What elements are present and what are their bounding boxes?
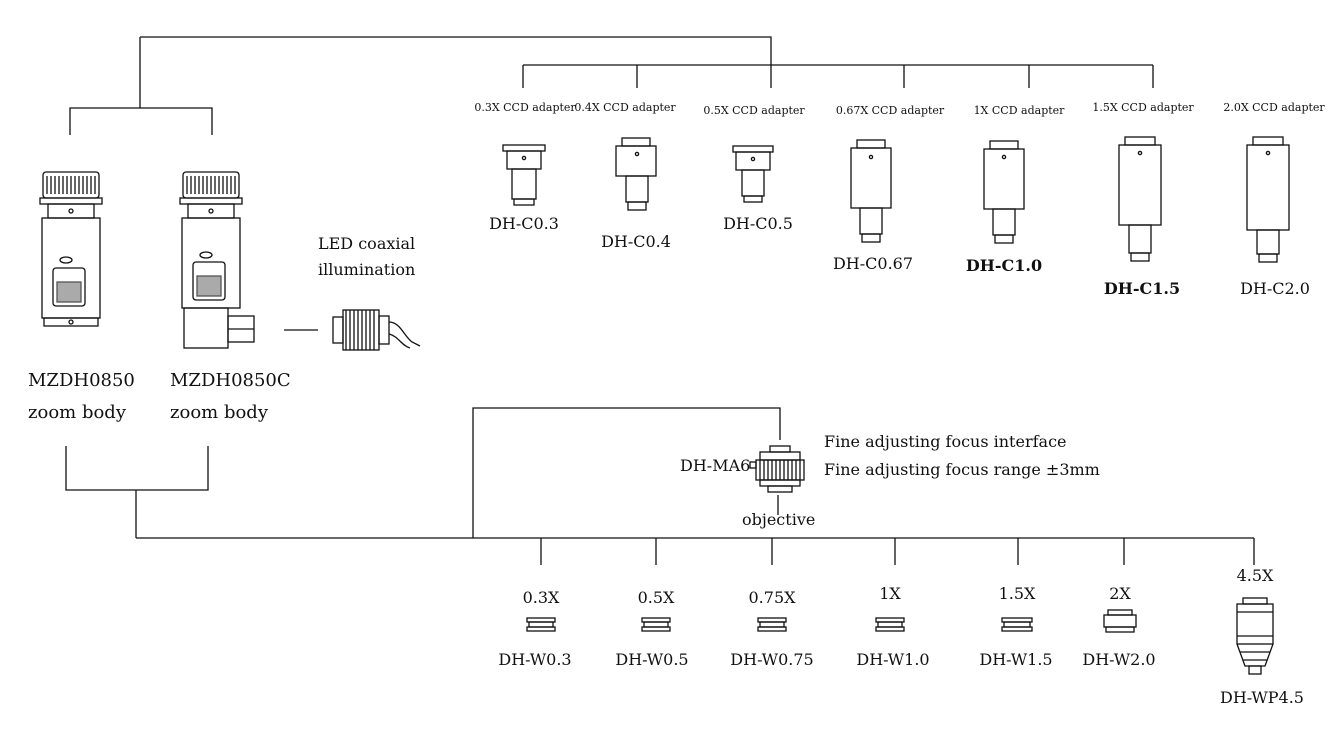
zoom-body-mzdh0850c-icon: [179, 171, 255, 349]
led-label-line1: LED coaxial: [318, 234, 416, 253]
led-illuminator-icon: [332, 309, 421, 351]
connector-lines: [65, 36, 1255, 565]
ccd-adapter-c10-icon: [983, 140, 1025, 244]
objective-w03-icon: [526, 617, 556, 632]
ccd-adapter-c04-icon: [615, 137, 657, 211]
ccd-adapter-6-title: 1.5X CCD adapter: [1092, 101, 1194, 114]
objective-w075-icon: [757, 617, 787, 632]
ccd-adapter-5-title: 1X CCD adapter: [973, 104, 1065, 117]
ccd-adapter-7-code: DH-C2.0: [1240, 279, 1310, 298]
objective-w05-icon: [641, 617, 671, 632]
ccd-adapter-5-code: DH-C1.0: [965, 256, 1043, 275]
objective-7-code: DH-WP4.5: [1220, 688, 1304, 707]
objective-7-mag: 4.5X: [1236, 566, 1274, 585]
objective-6-code: DH-W2.0: [1082, 650, 1156, 669]
objective-w20-icon: [1103, 609, 1137, 633]
objective-5-mag: 1.5X: [998, 584, 1036, 603]
ccd-adapter-c03-icon: [502, 144, 546, 206]
objective-section-label: objective: [742, 510, 816, 529]
ccd-adapter-2-code: DH-C0.4: [601, 232, 671, 251]
objective-4-code: DH-W1.0: [856, 650, 930, 669]
ccd-adapter-4-code: DH-C0.67: [832, 254, 914, 273]
fine-focus-interface-icon: [749, 445, 805, 493]
objective-wp45-icon: [1236, 597, 1274, 675]
objective-3-code: DH-W0.75: [730, 650, 814, 669]
ccd-adapter-6-code: DH-C1.5: [1103, 279, 1181, 298]
zoom-body-1-desc: zoom body: [28, 402, 126, 423]
objective-4-mag: 1X: [879, 584, 901, 603]
zoom-body-1-model: MZDH0850: [28, 370, 135, 391]
fine-focus-code: DH-MA6: [680, 456, 751, 475]
objective-w10-icon: [875, 617, 905, 632]
fine-focus-line1: Fine adjusting focus interface: [824, 432, 1067, 451]
objective-w15-icon: [1001, 617, 1033, 632]
ccd-adapter-c067-icon: [850, 139, 892, 243]
objective-3-mag: 0.75X: [748, 588, 796, 607]
ccd-adapter-c15-icon: [1118, 136, 1162, 262]
zoom-body-2-desc: zoom body: [170, 402, 268, 423]
objective-6-mag: 2X: [1109, 584, 1131, 603]
ccd-adapter-2-title: 0.4X CCD adapter: [574, 101, 676, 114]
ccd-adapter-1-title: 0.3X CCD adapter: [474, 101, 576, 114]
objective-1-mag: 0.3X: [522, 588, 560, 607]
led-label-line2: illumination: [318, 260, 416, 279]
ccd-adapter-3-code: DH-C0.5: [723, 214, 793, 233]
objective-2-mag: 0.5X: [637, 588, 675, 607]
ccd-adapter-1-code: DH-C0.3: [489, 214, 559, 233]
objective-5-code: DH-W1.5: [979, 650, 1053, 669]
zoom-body-2-model: MZDH0850C: [170, 370, 291, 391]
ccd-adapter-4-title: 0.67X CCD adapter: [835, 104, 945, 117]
objective-1-code: DH-W0.3: [498, 650, 572, 669]
ccd-adapter-c05-icon: [732, 145, 774, 203]
ccd-adapter-7-title: 2.0X CCD adapter: [1223, 101, 1325, 114]
ccd-adapter-3-title: 0.5X CCD adapter: [703, 104, 805, 117]
ccd-adapter-c20-icon: [1246, 136, 1290, 263]
zoom-body-mzdh0850-icon: [39, 171, 103, 327]
fine-focus-line2: Fine adjusting focus range ±3mm: [824, 460, 1100, 479]
objective-2-code: DH-W0.5: [615, 650, 689, 669]
